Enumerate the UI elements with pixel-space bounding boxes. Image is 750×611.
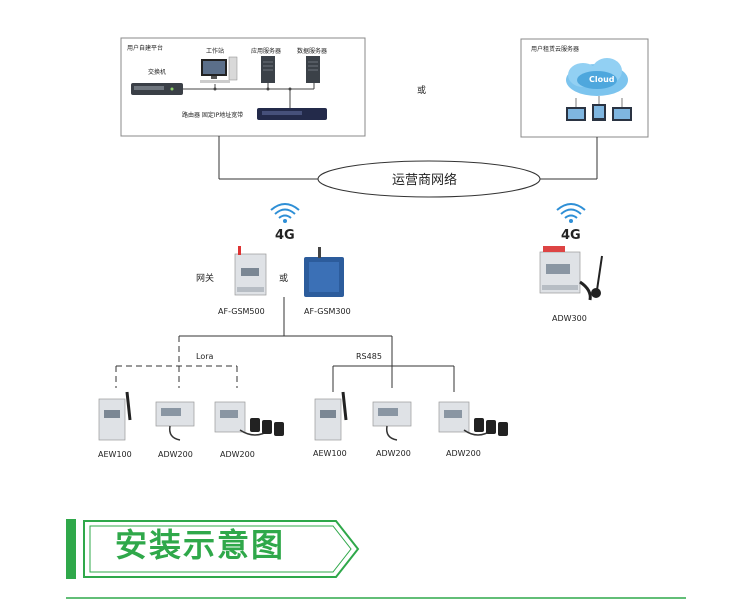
- db-server-icon: [306, 56, 320, 83]
- gateway-gsm500-icon: [234, 246, 267, 296]
- bus-lora-label: Lora: [196, 352, 214, 361]
- gateway-gsm300-icon: [304, 247, 344, 297]
- aew100-icon-1: [98, 391, 132, 441]
- banner-title: 安装示意图: [115, 526, 286, 564]
- banner-arrow-inner: [89, 525, 352, 573]
- device-label-5: ADW200: [376, 449, 411, 458]
- carrier-network-label: 运营商网络: [392, 172, 457, 188]
- device-label-4: AEW100: [313, 449, 347, 458]
- device-label-2: ADW200: [158, 450, 193, 459]
- signal-right-label: 4G: [561, 228, 581, 243]
- switch-label: 交换机: [148, 68, 166, 76]
- device-label-1: AEW100: [98, 450, 132, 459]
- client-devices-icon: [566, 96, 632, 121]
- adw200-icon-1: [155, 401, 195, 441]
- gateway-label: 网关: [196, 272, 214, 284]
- gateway-model-1: AF-GSM500: [218, 307, 265, 316]
- cloud-label: Cloud: [589, 75, 615, 84]
- device-label-3: ADW200: [220, 450, 255, 459]
- carrier-network-ellipse: [317, 160, 541, 198]
- right-platform: 用户租赁云服务器 Cloud: [520, 38, 649, 138]
- adw200-icon-3: [372, 401, 412, 441]
- db-server-label: 数据服务器: [297, 47, 327, 55]
- or-top-text: 或: [417, 84, 426, 96]
- signal-left-label: 4G: [275, 228, 295, 243]
- banner-accent-bar: [66, 519, 76, 579]
- adw200-icon-2: [214, 401, 284, 436]
- app-server-label: 应用服务器: [251, 47, 281, 55]
- left-platform-title: 用户自建平台: [127, 44, 163, 52]
- left-platform: 用户自建平台 交换机 工作站 应用服务器: [120, 37, 366, 137]
- gateway-model-2: AF-GSM300: [304, 307, 351, 316]
- workstation-icon: [200, 56, 238, 83]
- device-label-6: ADW200: [446, 449, 481, 458]
- aew100-icon-2: [314, 391, 348, 441]
- right-platform-title: 用户租赁云服务器: [531, 45, 579, 53]
- or-gateway-text: 或: [279, 272, 288, 284]
- router-icon: [257, 108, 327, 120]
- wifi-signal-icon-left: [270, 203, 300, 219]
- router-label: 路由器 固定IP地址宽带: [182, 111, 243, 119]
- adw200-icon-4: [438, 401, 508, 436]
- adw300-icon: [539, 246, 603, 301]
- adw300-label: ADW300: [552, 314, 587, 323]
- bus-rs485-label: RS485: [356, 352, 382, 361]
- workstation-label: 工作站: [206, 47, 224, 55]
- wifi-signal-icon-right: [556, 203, 586, 219]
- banner: [66, 519, 686, 599]
- switch-icon: [131, 83, 183, 95]
- cloud-icon: [566, 58, 628, 96]
- app-server-icon: [261, 56, 275, 83]
